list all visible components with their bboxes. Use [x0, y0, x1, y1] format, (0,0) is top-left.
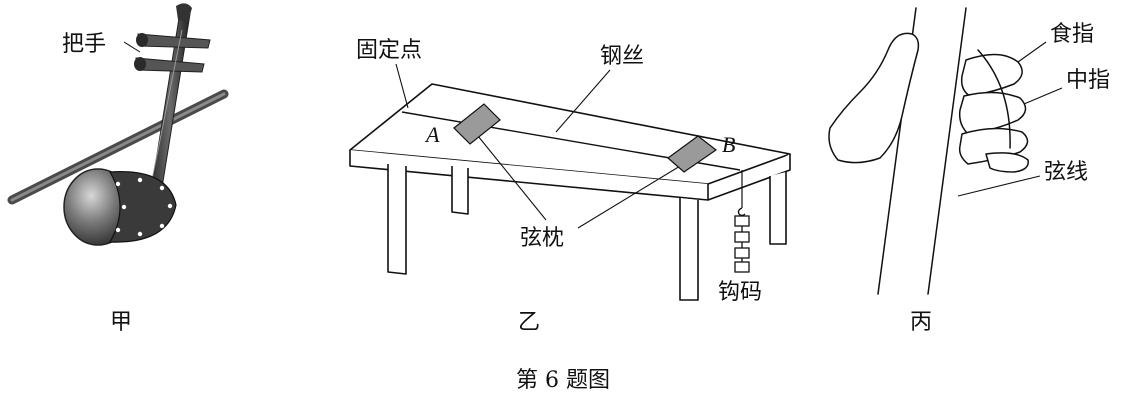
fixed-point-label: 固定点 — [356, 38, 423, 63]
index-finger-leader — [1017, 41, 1047, 63]
little-finger — [985, 152, 1029, 173]
erhu-peg-lower — [135, 57, 205, 73]
finger-leaders — [957, 41, 1063, 197]
bridge-a-label: A — [426, 122, 440, 147]
hand-back-outline — [977, 49, 1011, 149]
index-finger-label: 食指 — [1050, 22, 1095, 47]
wire-table-illustration — [349, 63, 791, 301]
panel-yi-caption: 乙 — [518, 310, 541, 335]
erhu-bow-highlight — [10, 92, 226, 202]
bridge-b-label: B — [722, 132, 736, 157]
erhu-scroll — [176, 3, 192, 22]
bridge-b — [667, 135, 718, 173]
bridge-a-leader — [477, 135, 547, 221]
table-leg-back-right — [769, 172, 787, 245]
erhu-peg-lower-knob — [134, 57, 146, 71]
table-leg-back-left — [451, 166, 469, 215]
bridge-a — [453, 103, 501, 145]
fixed-point-leader — [395, 63, 409, 109]
table-side-edge — [707, 154, 791, 201]
middle-finger-leader — [1023, 87, 1063, 105]
bridge-b-leader — [577, 159, 691, 229]
weights-label: 钩码 — [718, 280, 763, 305]
erhu-illustration — [7, 3, 229, 246]
handle-label: 把手 — [62, 32, 107, 57]
table-leg-front-right — [679, 198, 699, 301]
panel-jia-caption: 甲 — [110, 310, 133, 335]
index-finger — [960, 53, 1023, 97]
table-front-edge — [349, 150, 709, 201]
erhu-drum-side — [108, 171, 177, 243]
figure-caption: 第 6 题图 — [516, 368, 610, 393]
middle-finger-label: 中指 — [1066, 68, 1111, 93]
erhu-peg-upper-knob — [136, 33, 148, 47]
string-label: 弦线 — [1044, 160, 1089, 185]
erhu-peg-upper — [137, 33, 211, 49]
erhu-string — [147, 29, 183, 201]
table-leg-front-left — [387, 164, 407, 275]
panel-bing-caption: 丙 — [910, 310, 933, 335]
erhu-drum-studs — [115, 177, 173, 237]
steel-wire-label: 钢丝 — [600, 44, 645, 69]
handle-leader-line — [123, 41, 141, 53]
string-leader — [957, 175, 1041, 197]
finger-string-illustration — [828, 7, 1029, 295]
bridge-label: 弦枕 — [520, 226, 565, 251]
steel-wire-leader — [555, 69, 611, 133]
string-right — [927, 7, 967, 295]
hand-thumb — [828, 32, 920, 164]
hook-weights — [734, 207, 750, 273]
